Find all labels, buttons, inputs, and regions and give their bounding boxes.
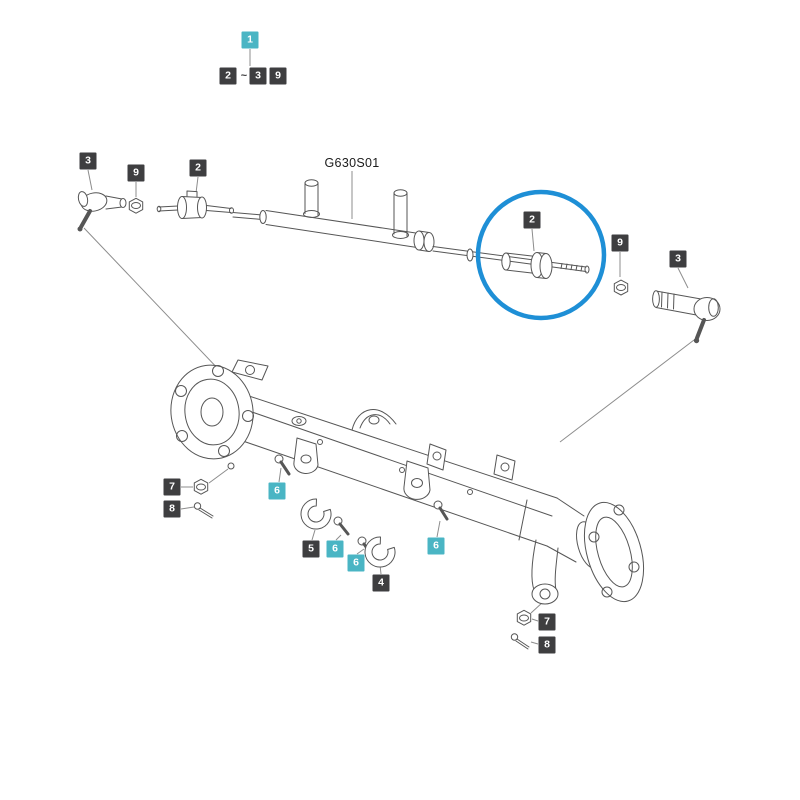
- callout-lower-right-8: 8: [538, 636, 556, 654]
- highlight-circle: [475, 189, 607, 321]
- callout-upper-left-2: 2: [189, 159, 207, 177]
- tie-rod-end-right-part: [652, 290, 721, 344]
- cotter-pin-left-part: [193, 502, 214, 519]
- callout-assembly-1: 1: [241, 31, 259, 49]
- callout-lower-right-7: 7: [538, 613, 556, 631]
- ball-joint-left-part: [156, 190, 234, 219]
- callout-upper-right-9: 9: [611, 234, 629, 252]
- legend-range-separator: ~: [240, 70, 248, 82]
- lock-nut-left-part: [193, 478, 209, 495]
- tie-rod-tube-part: [232, 179, 590, 274]
- callout-lower-left-7: 7: [163, 478, 181, 496]
- callout-bolt-6-third: 6: [347, 554, 365, 572]
- callout-bolt-6-first: 6: [268, 482, 286, 500]
- snap-ring-5-part: [300, 498, 332, 530]
- callout-range-from-2: 2: [219, 67, 237, 85]
- callout-upper-left-9: 9: [127, 164, 145, 182]
- snap-ring-4-part: [364, 536, 396, 568]
- ball-joint-right-part: [501, 252, 553, 279]
- callout-legend-9: 9: [269, 67, 287, 85]
- tie-rod-assembly-drawing: [77, 179, 721, 344]
- leader-lines: [83, 49, 695, 645]
- callout-upper-right-3: 3: [669, 250, 687, 268]
- nut-left-part: [128, 197, 144, 214]
- callout-snap-ring-5: 5: [302, 540, 320, 558]
- lock-nut-right-part: [516, 609, 532, 626]
- callout-snap-ring-4: 4: [372, 574, 390, 592]
- nut-right-part: [613, 279, 629, 296]
- callout-bolt-6-second: 6: [326, 540, 344, 558]
- callout-range-to-3: 3: [249, 67, 267, 85]
- callout-lower-left-8: 8: [163, 500, 181, 518]
- tie-rod-end-left-part: [77, 191, 127, 232]
- model-code-label: G630S01: [324, 156, 380, 170]
- cotter-pin-right-part: [510, 633, 530, 650]
- callout-bolt-6-fourth: 6: [427, 537, 445, 555]
- axle-housing-drawing: [170, 359, 645, 605]
- callout-circled-2: 2: [523, 211, 541, 229]
- hardware-parts-drawing: [193, 454, 532, 650]
- callout-upper-left-3: 3: [79, 152, 97, 170]
